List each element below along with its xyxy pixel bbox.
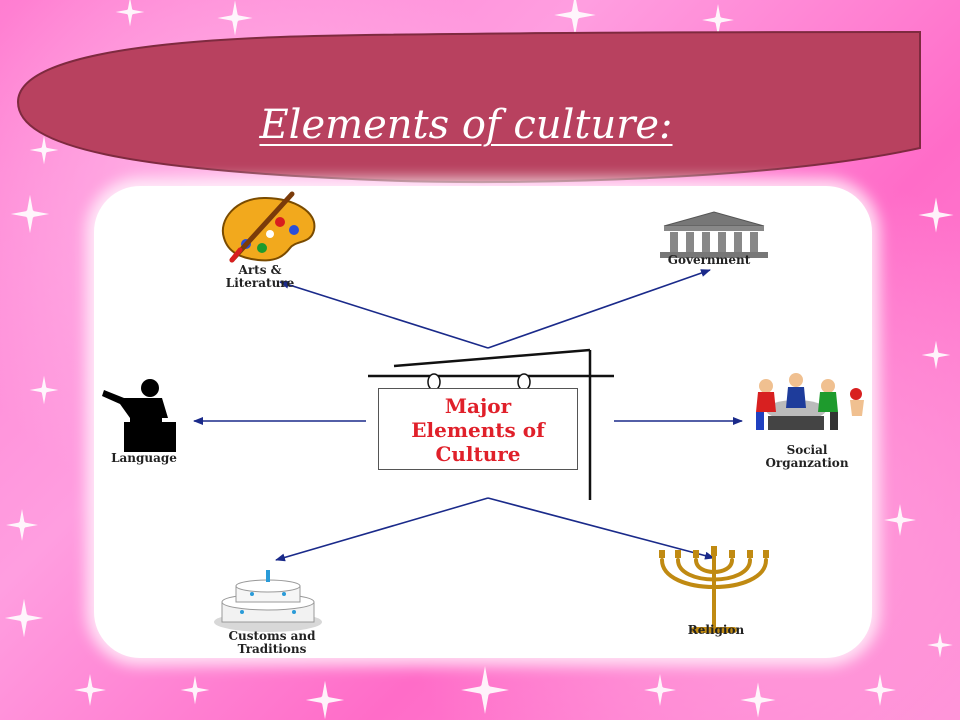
diagram-arrows xyxy=(193,269,743,562)
title-banner: Elements of culture: xyxy=(14,30,922,186)
label-customs: Customs and Traditions xyxy=(228,629,316,656)
cake-icon xyxy=(214,570,322,632)
page-title: Elements of culture: xyxy=(259,102,673,148)
center-label: Major Elements of Culture xyxy=(411,394,545,466)
label-religion: Religion xyxy=(687,623,745,637)
culture-diagram: Major Elements of Culture Arts & Literat… xyxy=(94,186,872,658)
paint-palette-icon xyxy=(221,191,316,263)
label-social: Social Organzation xyxy=(765,443,849,470)
label-language: Language xyxy=(111,451,177,465)
people-group-icon xyxy=(756,373,864,430)
title-banner-shape xyxy=(16,30,921,184)
government-building-icon xyxy=(660,211,768,258)
center-signboard xyxy=(378,388,578,470)
diagram-graphics xyxy=(102,191,864,633)
label-arts: Arts & Literature xyxy=(225,263,295,290)
arrow-to-arts xyxy=(279,280,489,349)
label-government: Government xyxy=(667,253,751,267)
arrow-to-religion xyxy=(487,497,715,560)
arrow-to-customs xyxy=(275,497,489,562)
arrow-to-government xyxy=(487,269,711,349)
menorah-icon xyxy=(659,546,769,633)
speaker-silhouette-icon xyxy=(102,379,176,452)
